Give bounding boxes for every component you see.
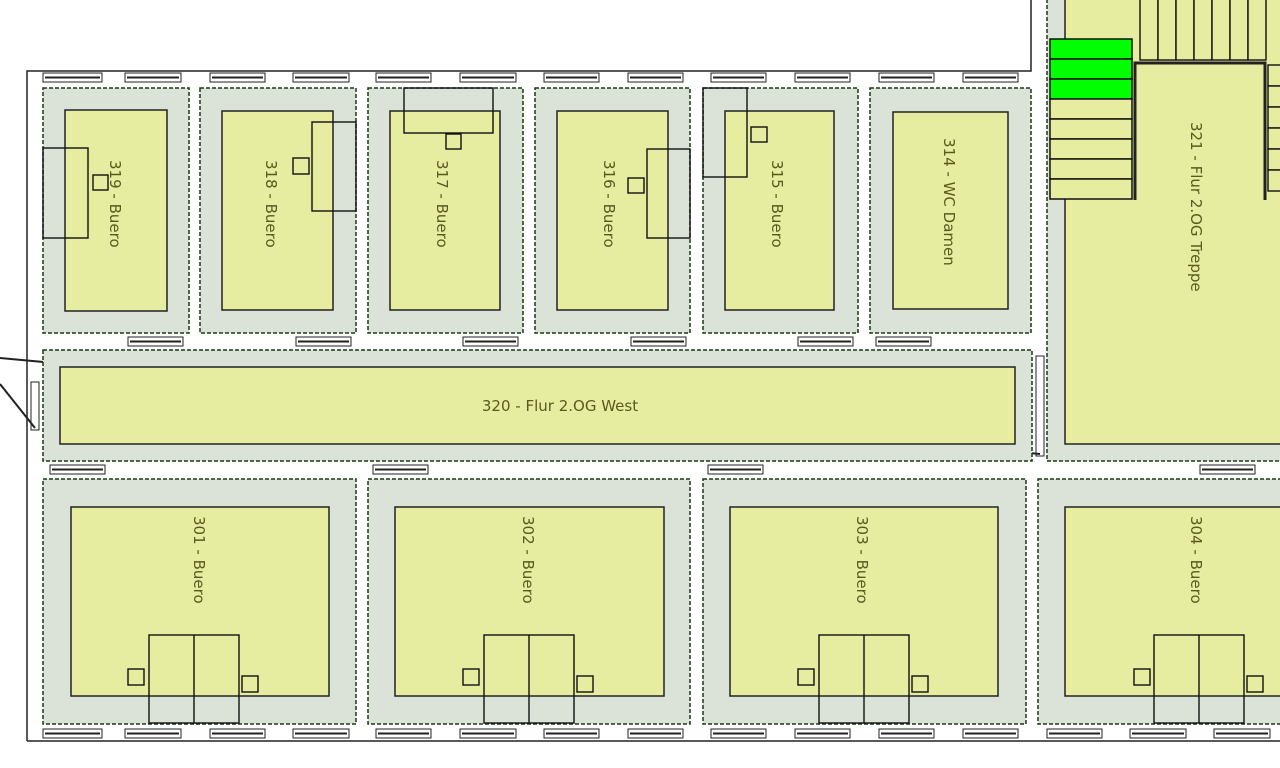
window xyxy=(962,72,1019,83)
window xyxy=(543,72,600,83)
window xyxy=(875,336,932,347)
window xyxy=(209,72,266,83)
building-outline xyxy=(26,0,1280,742)
room-label: 321 - Flur 2.OG Treppe xyxy=(1187,122,1205,292)
stair-step xyxy=(1049,38,1133,60)
window xyxy=(462,336,519,347)
room-label: 319 - Buero xyxy=(106,160,124,248)
window xyxy=(797,336,854,347)
stair-step xyxy=(1267,64,1280,87)
window xyxy=(543,728,600,739)
chair xyxy=(1133,668,1151,686)
window xyxy=(878,72,935,83)
stair-step xyxy=(1175,0,1195,61)
window xyxy=(794,728,851,739)
window xyxy=(49,464,106,475)
room-label: 303 - Buero xyxy=(853,516,871,604)
desks xyxy=(127,634,1264,724)
stair-step xyxy=(1267,148,1280,171)
room-320[interactable]: 320 - Flur 2.OG West xyxy=(42,349,1033,462)
stair-step xyxy=(1049,138,1133,160)
stair-step xyxy=(1211,0,1231,61)
room-label: 301 - Buero xyxy=(190,516,208,604)
stair-step xyxy=(1193,0,1213,61)
window xyxy=(292,72,350,83)
stair-step xyxy=(1139,0,1159,61)
room-317[interactable]: 317 - Buero xyxy=(367,87,524,334)
window xyxy=(710,728,767,739)
chair xyxy=(1246,675,1264,693)
windows xyxy=(0,72,1271,739)
staircase xyxy=(1049,0,1280,200)
window xyxy=(1213,728,1271,739)
window xyxy=(295,336,352,347)
chair xyxy=(911,675,929,693)
window xyxy=(0,381,40,431)
window xyxy=(459,72,517,83)
room-label: 317 - Buero xyxy=(433,160,451,248)
stair-step xyxy=(1049,58,1133,80)
window xyxy=(1046,728,1103,739)
window xyxy=(372,464,429,475)
stair-step xyxy=(1267,169,1280,192)
window xyxy=(878,728,935,739)
room-319[interactable]: 319 - Buero xyxy=(42,87,190,334)
stair-step xyxy=(1157,0,1177,61)
room-318[interactable]: 318 - Buero xyxy=(199,87,357,334)
stair-step xyxy=(1049,118,1133,140)
room-label: 316 - Buero xyxy=(600,160,618,248)
chair xyxy=(127,668,145,686)
stair-step xyxy=(1049,98,1133,120)
window xyxy=(42,728,103,739)
window xyxy=(1199,464,1256,475)
window xyxy=(375,72,432,83)
room-label: 304 - Buero xyxy=(1187,516,1205,604)
window xyxy=(375,728,432,739)
stair-step xyxy=(1229,0,1249,61)
room-label: 318 - Buero xyxy=(262,160,280,248)
room-321[interactable]: 321 - Flur 2.OG Treppe xyxy=(1046,0,1280,462)
window xyxy=(124,728,182,739)
window xyxy=(292,728,350,739)
room-301[interactable]: 301 - Buero xyxy=(42,478,357,725)
window xyxy=(630,336,687,347)
chair xyxy=(797,668,815,686)
chair xyxy=(241,675,259,693)
stair-step xyxy=(1267,106,1280,129)
window xyxy=(209,728,266,739)
window xyxy=(794,72,851,83)
stair-step xyxy=(1049,78,1133,100)
room-label: 315 - Buero xyxy=(768,160,786,248)
window xyxy=(1129,728,1187,739)
window xyxy=(707,464,764,475)
window xyxy=(459,728,517,739)
room-316[interactable]: 316 - Buero xyxy=(534,87,691,334)
stair-step xyxy=(1049,178,1133,200)
window xyxy=(962,728,1019,739)
stair-step xyxy=(1049,158,1133,180)
stair-step xyxy=(1267,85,1280,108)
room-label: 314 - WC Damen xyxy=(940,138,958,266)
chair xyxy=(576,675,594,693)
window xyxy=(42,72,103,83)
room-314[interactable]: 314 - WC Damen xyxy=(869,87,1032,334)
chair xyxy=(462,668,480,686)
window xyxy=(127,336,184,347)
window xyxy=(627,72,684,83)
stair-step xyxy=(1247,0,1267,61)
room-315[interactable]: 315 - Buero xyxy=(702,87,859,334)
window xyxy=(710,72,767,83)
room-label: 320 - Flur 2.OG West xyxy=(482,397,638,415)
room-label: 302 - Buero xyxy=(519,516,537,604)
window xyxy=(124,72,182,83)
window xyxy=(627,728,684,739)
stair-step xyxy=(1267,127,1280,150)
